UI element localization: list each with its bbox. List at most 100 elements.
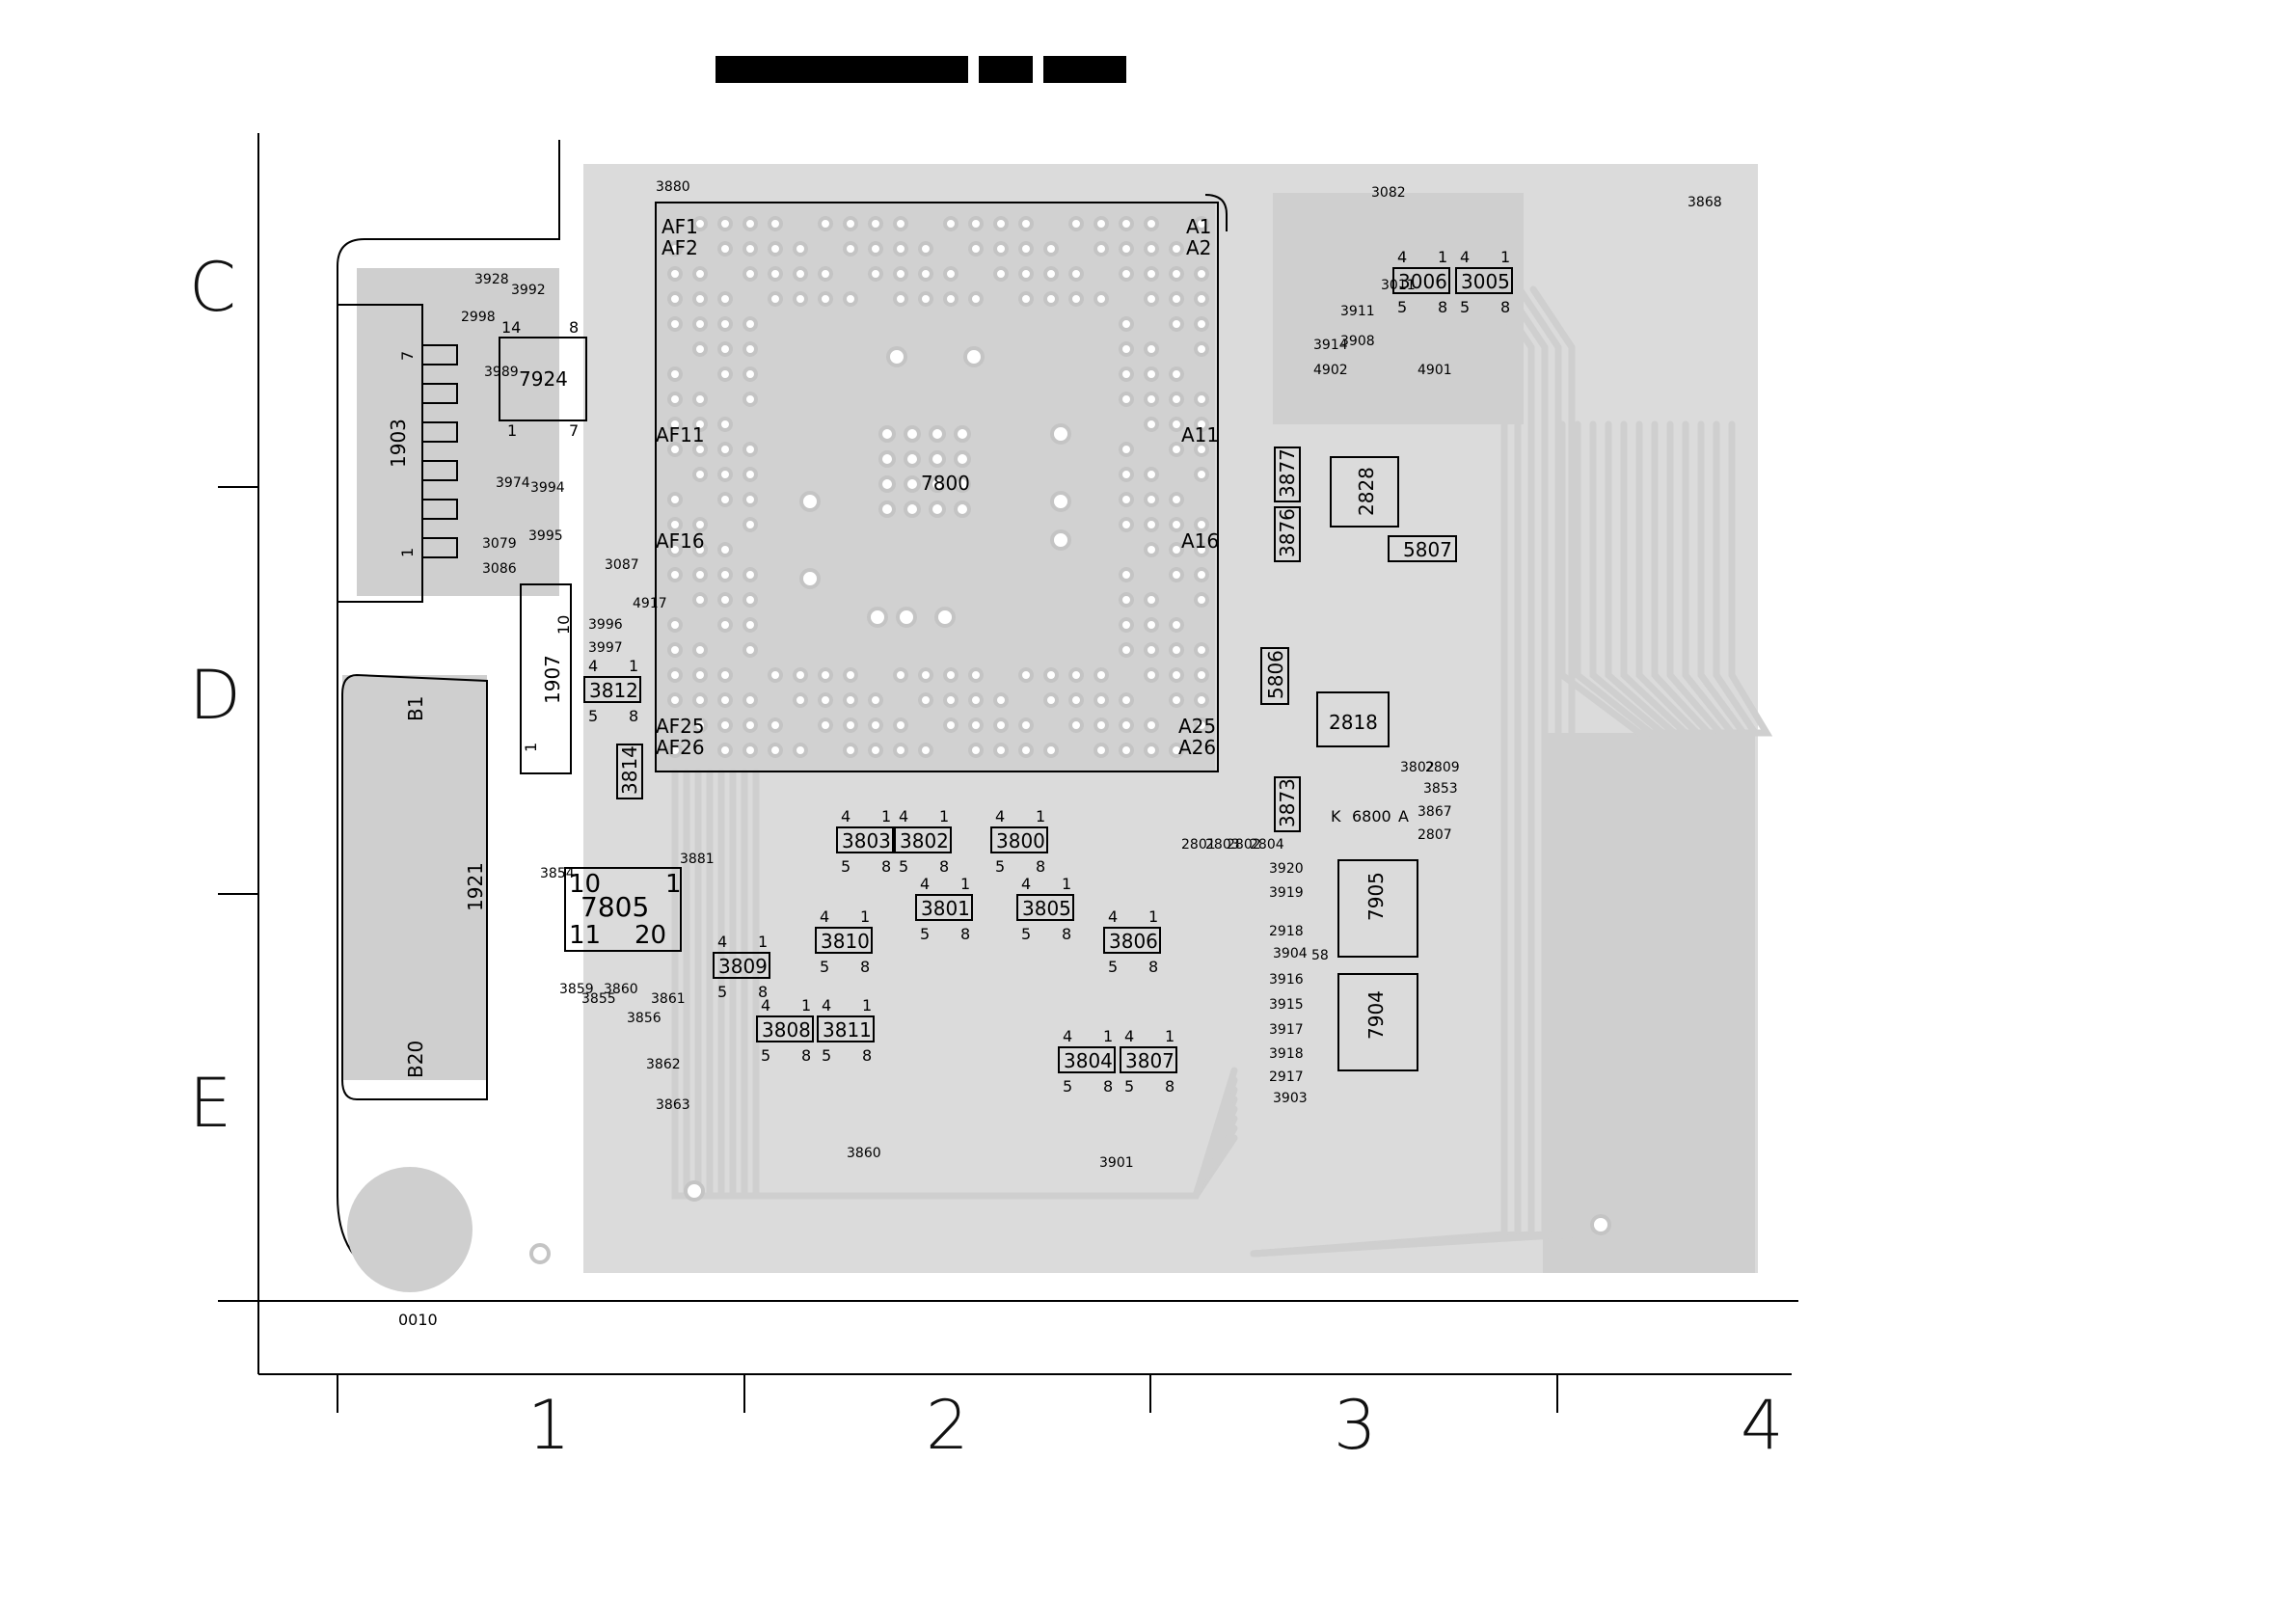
pin-label: A26 xyxy=(1178,736,1216,759)
pin-label: A1 xyxy=(1186,215,1211,238)
pin-label: AF11 xyxy=(656,423,705,447)
component-label-3989: 3989 xyxy=(484,365,519,380)
ic-ref: 7924 xyxy=(519,367,568,391)
component-label-3862: 3862 xyxy=(646,1057,681,1072)
pin-label: 1 xyxy=(801,996,811,1015)
component-label-3911: 3911 xyxy=(1340,304,1375,319)
header-block xyxy=(716,56,968,83)
pin-label: 8 xyxy=(1500,298,1510,316)
component-ref: 3873 xyxy=(1276,778,1299,827)
pin-label: 1 xyxy=(1165,1027,1174,1045)
pin-label: 7 xyxy=(569,421,579,440)
pin-label: 1 xyxy=(960,875,970,893)
component-label-3860: 3860 xyxy=(604,982,638,997)
component-label-3918: 3918 xyxy=(1269,1046,1304,1062)
pin-label: B20 xyxy=(404,1041,427,1078)
component-label-3996: 3996 xyxy=(588,617,623,633)
pin-label: 1 xyxy=(939,807,949,826)
pin-label: K xyxy=(1331,807,1341,826)
component-label-3904: 3904 xyxy=(1273,946,1308,961)
component-ref: 3877 xyxy=(1276,448,1299,498)
pin-label: AF26 xyxy=(656,736,705,759)
pin-label: 11 xyxy=(569,921,601,950)
component-label-2804: 2804 xyxy=(1250,837,1284,853)
component-label-3853: 3853 xyxy=(1423,781,1458,797)
pin-label: 4 xyxy=(1397,248,1407,266)
pin-label: 5 xyxy=(1460,298,1470,316)
connector-1903: 1903 7 1 xyxy=(337,304,458,603)
component-label-3856: 3856 xyxy=(627,1011,662,1026)
pin-label: A xyxy=(1398,807,1409,826)
ic-ref: 7904 xyxy=(1364,990,1388,1040)
connector-1921: 1921 B1 B20 xyxy=(341,674,488,1100)
ic-ref: 5806 xyxy=(1264,650,1287,699)
component-ref: 3812 xyxy=(589,679,638,702)
pin-label: 1 xyxy=(1500,248,1510,266)
pin-label: 4 xyxy=(820,907,829,926)
component-label-58: 58 xyxy=(1311,948,1329,963)
pin-label: 5 xyxy=(841,857,850,876)
pin-label: 8 xyxy=(960,925,970,943)
via-pattern xyxy=(529,216,1611,1264)
pin-label: 14 xyxy=(501,318,521,337)
pin-label: 1 xyxy=(1148,907,1158,926)
component-label-3928: 3928 xyxy=(474,272,509,287)
copper-layer xyxy=(342,164,1758,1292)
pin-label: 4 xyxy=(899,807,908,826)
pin-label: 8 xyxy=(939,857,949,876)
component-label-3079: 3079 xyxy=(482,536,517,552)
ic-ref: 2818 xyxy=(1329,711,1378,734)
component-label-3903: 3903 xyxy=(1273,1091,1308,1106)
trace-pattern xyxy=(671,285,1773,1258)
pin-label: 5 xyxy=(761,1046,770,1065)
pin-label: 5 xyxy=(717,983,727,1001)
pin-label: 5 xyxy=(820,958,829,976)
ic-7924: 7924 14 8 1 7 xyxy=(499,318,587,440)
pin-label: B1 xyxy=(404,696,427,721)
component-ref: 3806 xyxy=(1109,930,1158,953)
pin-label: 4 xyxy=(1124,1027,1134,1045)
pin-label: 8 xyxy=(860,958,870,976)
ic-ref: 2828 xyxy=(1355,467,1378,516)
pin-label: 1 xyxy=(860,907,870,926)
pin-label: 5 xyxy=(1063,1077,1072,1096)
resistor-network-3810: 3810 4 1 5 8 xyxy=(815,907,873,976)
pin-label: 1 xyxy=(1438,248,1447,266)
pin-label: AF25 xyxy=(656,715,705,738)
component-label-3994: 3994 xyxy=(530,480,565,496)
pin-label: 1 xyxy=(862,996,872,1015)
pin-label: 4 xyxy=(1108,907,1118,926)
pin-label: A2 xyxy=(1186,236,1211,259)
col-label-1: 1 xyxy=(527,1386,571,1465)
pin-label: 8 xyxy=(629,707,638,725)
pin-label: 1 xyxy=(522,743,540,752)
component-label-3908: 3908 xyxy=(1340,334,1375,349)
component-ref: 3810 xyxy=(821,930,870,953)
pin-label: 20 xyxy=(634,921,666,950)
pin-label: 1 xyxy=(758,933,768,951)
board-id: 0010 xyxy=(398,1311,438,1329)
pin-label: A16 xyxy=(1181,529,1219,553)
diode-6800: K 6800 A xyxy=(1331,807,1409,826)
pin-label: 8 xyxy=(1165,1077,1174,1096)
pin-label: 4 xyxy=(1460,248,1470,266)
connector-ref: 1907 xyxy=(541,655,564,704)
component-label-3919: 3919 xyxy=(1269,885,1304,901)
pin-label: AF1 xyxy=(662,215,698,238)
component-label-2918: 2918 xyxy=(1269,924,1304,939)
component-ref: 3804 xyxy=(1064,1049,1113,1072)
col-label-4: 4 xyxy=(1741,1386,1784,1465)
ic-ref: 6800 xyxy=(1352,807,1391,826)
component-label-2809: 2809 xyxy=(1425,760,1460,775)
pin-label: AF2 xyxy=(662,236,698,259)
